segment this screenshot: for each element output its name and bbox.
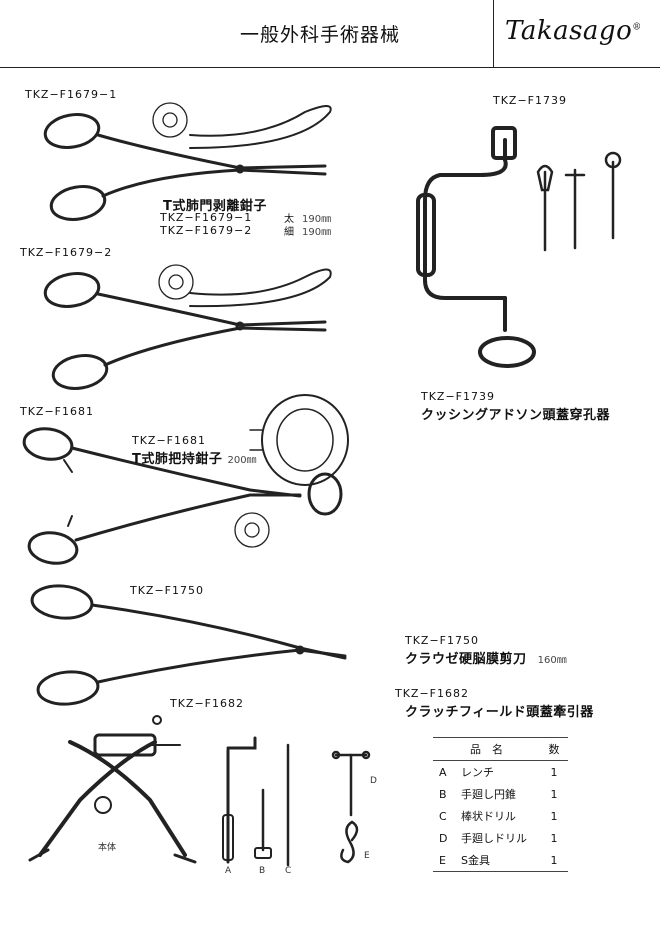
part-key: E — [433, 849, 459, 872]
curved-jaw-detail-1 — [189, 105, 332, 149]
variant-row-2: TKZ−F1679−2 細 190㎜ — [160, 224, 360, 238]
part-key: C — [439, 809, 447, 823]
code-f1750-top: TKZ−F1750 — [130, 584, 205, 597]
table-row: D 手廻しドリル 1 — [433, 827, 568, 849]
part-letter-a: A — [225, 866, 232, 876]
product-size-f1681: 200㎜ — [227, 455, 257, 466]
table-row: E S金具 1 — [433, 849, 568, 872]
traction-device-body-illustration — [28, 715, 197, 864]
part-name: S金具 — [459, 849, 540, 872]
cranial-drill-f1739-illustration — [416, 126, 536, 368]
part-letter-d: D — [370, 776, 377, 786]
code-f1750: TKZ−F1750 — [405, 634, 480, 647]
stamp-3 — [234, 512, 270, 548]
part-key: A — [439, 765, 447, 779]
header-quantity: 数 — [540, 737, 568, 761]
variant-list: TKZ−F1679−1 太 190㎜ TKZ−F1679−2 細 190㎜ — [160, 211, 360, 238]
product-f1750-title: クラウゼ硬脳膜剪刀 160㎜ — [405, 648, 567, 667]
part-letter-b: B — [259, 866, 266, 876]
product-f1681-title: T式肺把持鉗子 200㎜ — [132, 448, 257, 467]
part-qty: 1 — [540, 849, 568, 872]
wrench-a-illustration — [222, 736, 257, 864]
product-name-f1681: T式肺把持鉗子 — [132, 452, 223, 467]
s-hook-e-illustration — [340, 820, 359, 864]
brand-logo: Takasago® — [505, 16, 642, 46]
header-item-name: 品 名 — [433, 737, 540, 761]
variant-type: 細 — [284, 227, 294, 238]
code-f1682-top: TKZ−F1682 — [170, 697, 245, 710]
part-name: レンチ — [461, 766, 494, 779]
product-name-f1739: クッシングアドソン頭蓋穿孔器 — [421, 408, 611, 423]
variant-size: 190㎜ — [302, 214, 332, 225]
part-name: 手廻し円錐 — [461, 788, 516, 801]
code-f1682: TKZ−F1682 — [395, 687, 470, 700]
ring-jaw-detail — [249, 394, 349, 486]
part-qty: 1 — [550, 787, 558, 801]
header-divider — [0, 67, 660, 68]
product-size-f1750: 160㎜ — [537, 655, 567, 666]
curved-jaw-detail-2 — [189, 268, 332, 308]
product-name-f1679: T式肺門剥離鉗子 — [163, 199, 267, 214]
table-row: C 棒状ドリル 1 — [433, 805, 568, 827]
part-key: B — [439, 787, 447, 801]
forceps-f1679-2-illustration — [43, 272, 327, 390]
product-name-f1682: クラッチフィールド頭蓋牽引器 — [405, 705, 594, 720]
page-title: 一般外科手術器械 — [240, 24, 401, 46]
stamp-2 — [158, 264, 194, 300]
code-f1739: TKZ−F1739 — [421, 390, 496, 403]
part-qty: 1 — [550, 765, 558, 779]
grasping-forceps-f1681-illustration — [22, 427, 343, 565]
product-name-f1750: クラウゼ硬脳膜剪刀 — [405, 652, 527, 667]
variant-size: 190㎜ — [302, 227, 332, 238]
part-name: 手廻しドリル — [461, 832, 527, 845]
body-label: 本体 — [98, 843, 117, 853]
parts-table: 品 名 数 A レンチ 1 B 手廻し円錐 1 C 棒状ドリル 1 D 手廻しド… — [433, 737, 568, 872]
hand-drill-d-illustration — [331, 750, 371, 817]
table-row: A レンチ 1 — [433, 761, 568, 784]
code-f1739-top: TKZ−F1739 — [493, 94, 568, 107]
table-row: B 手廻し円錐 1 — [433, 783, 568, 805]
part-letter-c: C — [285, 866, 292, 876]
part-letter-e: E — [364, 851, 370, 861]
variant-type: 太 — [284, 214, 294, 225]
scissors-f1750-illustration — [30, 584, 347, 706]
part-qty: 1 — [550, 831, 558, 845]
part-qty: 1 — [550, 809, 558, 823]
header-vertical-divider — [493, 0, 494, 67]
code-f1681-top: TKZ−F1681 — [20, 405, 95, 418]
part-key: D — [439, 831, 448, 845]
variant-row-1: TKZ−F1679−1 太 190㎜ — [160, 211, 360, 225]
variant-code: TKZ−F1679−1 — [160, 211, 253, 224]
variant-code: TKZ−F1679−2 — [160, 224, 253, 237]
table-header-row: 品 名 数 — [433, 737, 568, 761]
drill-bits-illustration — [536, 151, 622, 252]
hand-awl-b-illustration — [254, 788, 272, 859]
code-f1679-2: TKZ−F1679−2 — [20, 246, 113, 259]
code-f1681: TKZ−F1681 — [132, 434, 207, 447]
forceps-f1679-1-illustration — [43, 113, 327, 221]
part-name: 棒状ドリル — [461, 810, 516, 823]
stamp-1 — [152, 102, 188, 138]
code-f1679-1: TKZ−F1679−1 — [25, 88, 118, 101]
